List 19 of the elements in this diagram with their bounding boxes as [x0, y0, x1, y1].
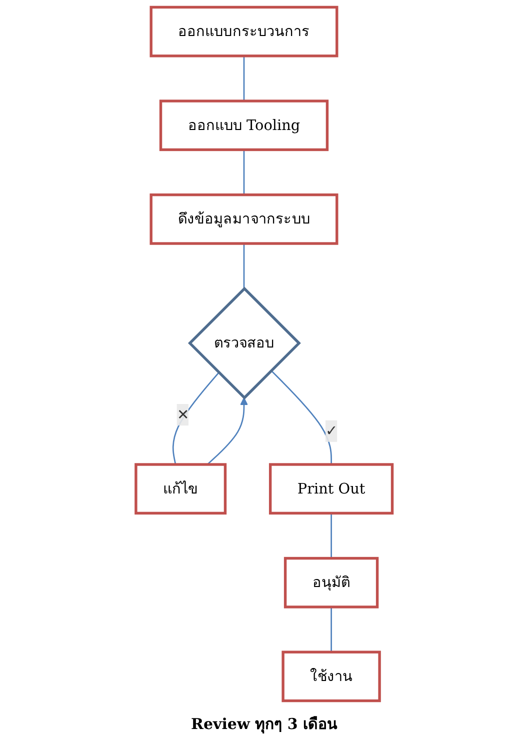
note-text: Review ทุกๆ 3 เดือน — [191, 714, 337, 736]
edge-label: ✓ — [325, 422, 338, 440]
connector — [270, 370, 332, 464]
node-box: ออกแบบ Tooling — [159, 100, 328, 152]
connector — [243, 244, 245, 289]
connector — [330, 513, 332, 558]
node-box: ดึงข้อมูลมาจากระบบ — [150, 193, 338, 245]
connector — [243, 56, 245, 102]
node-box: ใช้งาน — [282, 650, 381, 702]
connector — [330, 606, 332, 652]
node-box: Print Out — [268, 463, 394, 515]
arrow — [206, 397, 248, 465]
node-box: อนุมัติ — [284, 556, 379, 608]
edge-label: ✕ — [176, 406, 188, 423]
node-diamond: ตรวจสอบ — [188, 286, 301, 400]
node-box: ออกแบบกระบวนการ — [150, 6, 338, 58]
connector — [172, 372, 220, 465]
node-box: แก้ไข — [134, 463, 226, 515]
connector — [243, 150, 245, 195]
